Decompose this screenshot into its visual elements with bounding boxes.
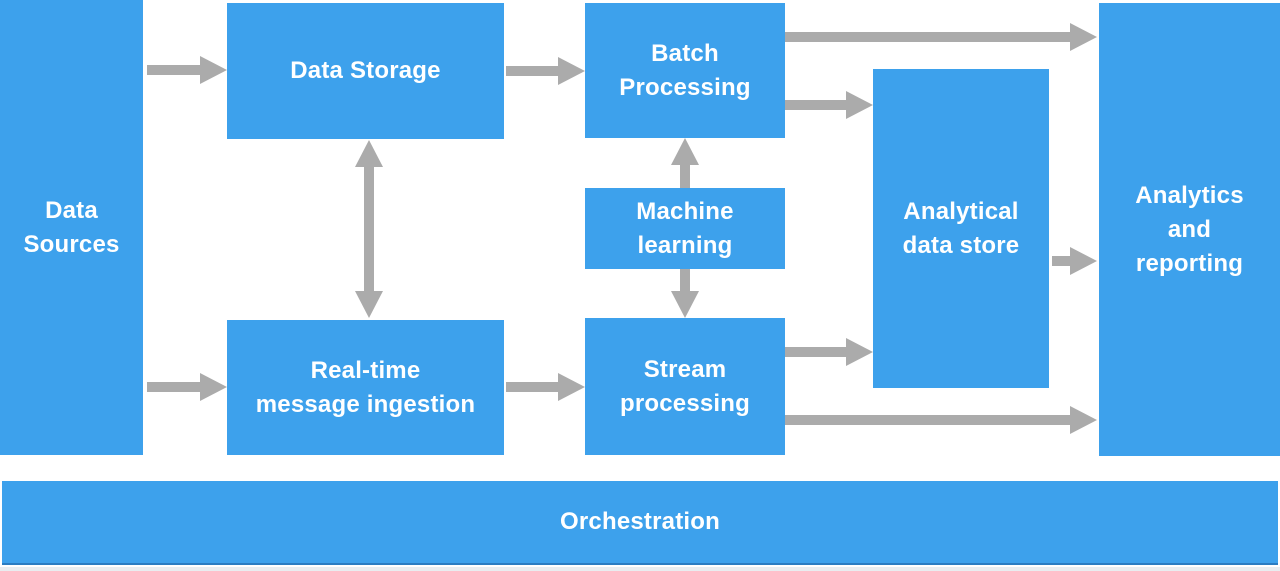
arrow-data-sources-to-data-storage [147,56,227,84]
arrow-head-right-icon [846,91,873,119]
arrow-head-right-icon [1070,247,1097,275]
arrow-real-time-message-ingestion-to-stream-processing [506,373,585,401]
node-analytical-data-store-label: Analytical data store [902,197,1020,259]
arrow-stream-processing-to-analytical-data-store [785,338,873,366]
node-analytics-and-reporting-label: Analytics and reporting [1135,181,1244,277]
arrow-head-right-icon [846,338,873,366]
arrow-head-down-icon [671,291,699,318]
arrow-head-up-icon [671,138,699,165]
node-stream-processing-label: Stream processing [619,355,751,417]
arrow-shaft [785,347,846,357]
node-data-sources-label: Data Sources [23,196,120,258]
arrow-head-right-icon [1070,406,1097,434]
arrow-shaft [147,382,200,392]
arrow-machine-learning-to-stream-processing [671,269,699,318]
arrow-head-right-icon [558,373,585,401]
node-data-storage: Data Storage [227,3,504,139]
arrow-head-down-icon [355,291,383,318]
arrow-data-storage-to-batch-processing [506,57,585,85]
node-analytics-and-reporting: Analytics and reporting [1099,3,1280,456]
node-machine-learning-label: Machine learning [636,197,734,259]
arrow-shaft [680,269,690,291]
node-stream-processing: Stream processing [585,318,785,455]
arrow-head-right-icon [200,373,227,401]
node-real-time-message-ingestion: Real-time message ingestion [227,320,504,455]
node-machine-learning: Machine learning [585,188,785,269]
arrow-analytical-data-store-to-analytics-and-reporting [1052,247,1097,275]
arrow-machine-learning-to-batch-processing [671,138,699,188]
arrow-shaft [147,65,200,75]
arrow-data-sources-to-real-time-message-ingestion [147,373,227,401]
bottom-edge-strip [0,567,1280,571]
arrow-shaft [506,382,558,392]
node-real-time-message-ingestion-label: Real-time message ingestion [255,356,476,418]
arrow-shaft [785,32,1070,42]
node-analytical-data-store: Analytical data store [873,69,1049,388]
arrow-batch-processing-to-analytical-data-store [785,91,873,119]
arrow-shaft [785,415,1070,425]
arrow-head-right-icon [200,56,227,84]
node-batch-processing-label: Batch Processing [619,39,751,101]
arrow-shaft [680,165,690,188]
node-orchestration: Orchestration [2,481,1278,565]
node-data-storage-label: Data Storage [290,57,441,84]
arrow-head-right-icon [1070,23,1097,51]
node-data-sources: Data Sources [0,0,143,455]
arrow-batch-processing-to-analytics-and-reporting [785,23,1097,51]
arrow-shaft [506,66,558,76]
arrow-shaft [1052,256,1070,266]
arrow-shaft [785,100,846,110]
arrow-stream-processing-to-analytics-and-reporting [785,406,1097,434]
arrow-head-right-icon [558,57,585,85]
node-orchestration-label: Orchestration [560,508,720,535]
node-batch-processing: Batch Processing [585,3,785,138]
arrow-shaft [364,167,374,291]
arrow-head-up-icon [355,140,383,167]
arrow-data-storage-to-real-time-message-ingestion-bidirectional [355,140,383,318]
